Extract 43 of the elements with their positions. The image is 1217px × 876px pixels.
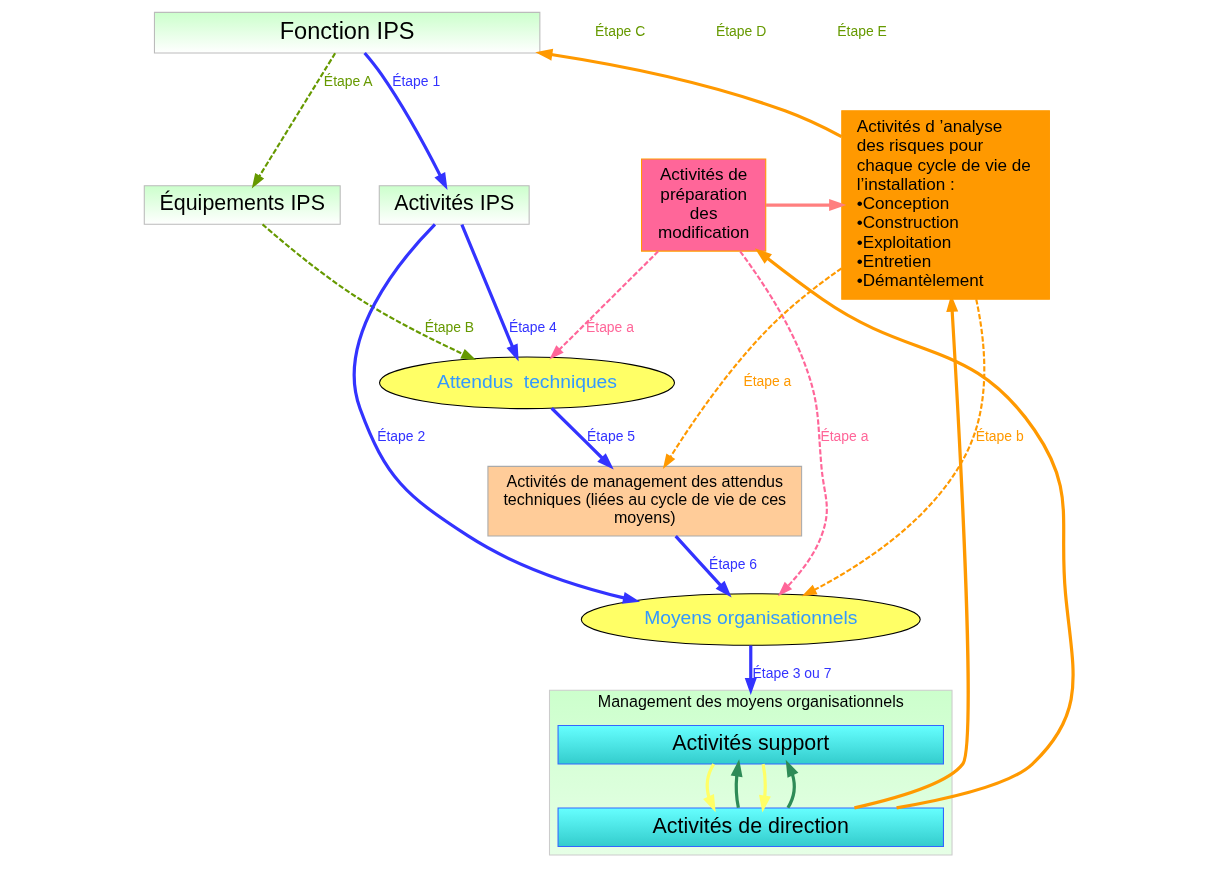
edge-label: Étape A xyxy=(323,72,373,89)
label: Étape C xyxy=(594,23,645,40)
arrow xyxy=(662,267,842,470)
label: Étape D xyxy=(715,23,766,40)
edge-label: Étape a xyxy=(742,373,791,390)
edge-label: Étape 5 xyxy=(586,428,635,445)
node-ellipse: Attendus techniques xyxy=(378,356,675,410)
label: Étape E xyxy=(836,23,887,40)
arrow xyxy=(801,299,985,597)
arrow xyxy=(785,759,798,809)
node-box: Activités de management des attendus techniques (liées au cycle de vie de ces moyens) xyxy=(486,465,802,537)
arrow xyxy=(754,248,1075,810)
arrow xyxy=(765,199,846,212)
edge-label: Étape 1 xyxy=(391,72,440,89)
arrow xyxy=(744,645,757,696)
edge-label: Étape 3 ou 7 xyxy=(752,664,831,681)
node-box: Activités IPS xyxy=(378,185,530,225)
arrow xyxy=(534,48,842,139)
node-box: Activités d ’analyse des risques pour chaque cycle de vie de l’installation : •Conception •Construction •Exploitation •Entretien •Démantèlement xyxy=(840,110,1050,300)
arrow xyxy=(261,223,476,361)
edge-label: Étape 6 xyxy=(708,555,757,572)
arrow xyxy=(352,223,640,604)
arrow xyxy=(702,763,716,813)
arrow xyxy=(459,224,519,362)
edge-label: Étape a xyxy=(585,318,634,335)
arrow xyxy=(738,250,828,597)
node-box: Activités de direction xyxy=(557,807,944,848)
arrow xyxy=(550,407,614,470)
node-box: Activités de préparation des modification xyxy=(640,158,766,252)
arrow xyxy=(730,759,743,809)
node-box: Fonction IPS xyxy=(153,11,540,54)
arrow xyxy=(548,250,659,360)
arrow xyxy=(251,52,336,189)
node-box: Équipements IPS xyxy=(143,185,341,225)
edge-label: Étape 2 xyxy=(376,428,425,445)
edge-label: Étape B xyxy=(424,318,474,335)
arrow xyxy=(674,535,732,598)
edge-label: Étape a xyxy=(819,428,868,445)
edge-label: Étape b xyxy=(975,428,1024,445)
node-box: Activités support xyxy=(557,725,944,765)
edge-label: Étape 4 xyxy=(508,318,557,335)
arrow xyxy=(758,763,771,813)
arrow xyxy=(362,52,448,191)
